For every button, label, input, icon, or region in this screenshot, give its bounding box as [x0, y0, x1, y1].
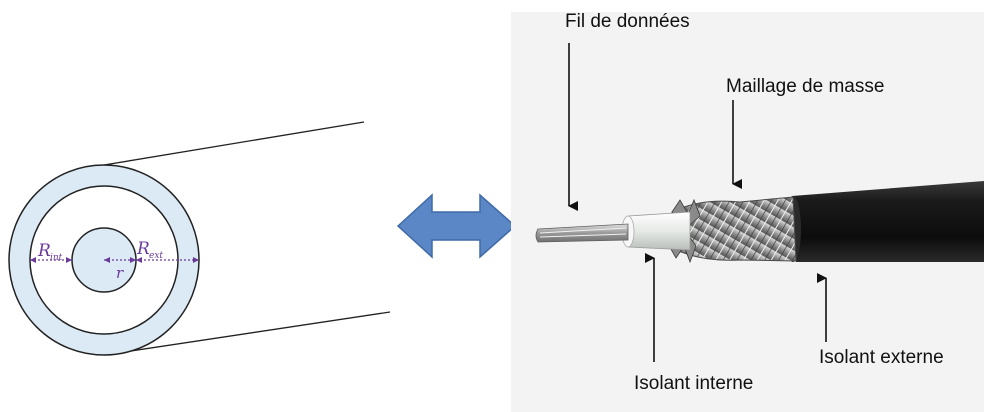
r-label: r	[116, 264, 124, 282]
dimension-arrowheads	[30, 257, 199, 263]
cross-section: R int R ext r	[8, 121, 391, 356]
r-int-subscript: int	[50, 253, 63, 263]
center-conductor	[535, 223, 629, 243]
cylinder-top-edge	[103, 121, 365, 166]
r-ext-label: R	[136, 239, 150, 259]
label-inner-insulator: Isolant interne	[634, 373, 753, 394]
r-int-label: R	[37, 241, 51, 261]
conductor-strands	[539, 227, 627, 238]
label-data-wire: Fil de données	[565, 11, 690, 32]
label-ground-mesh: Maillage de masse	[726, 76, 884, 97]
r-ext-subscript: ext	[149, 251, 163, 261]
cylinder-bottom-edge	[103, 311, 391, 356]
double-arrow-icon	[396, 193, 517, 259]
cable-photo: Fil de données Maillage de masse Isolant…	[511, 11, 984, 412]
outer-jacket	[788, 181, 984, 262]
label-outer-insulator: Isolant externe	[819, 347, 944, 368]
